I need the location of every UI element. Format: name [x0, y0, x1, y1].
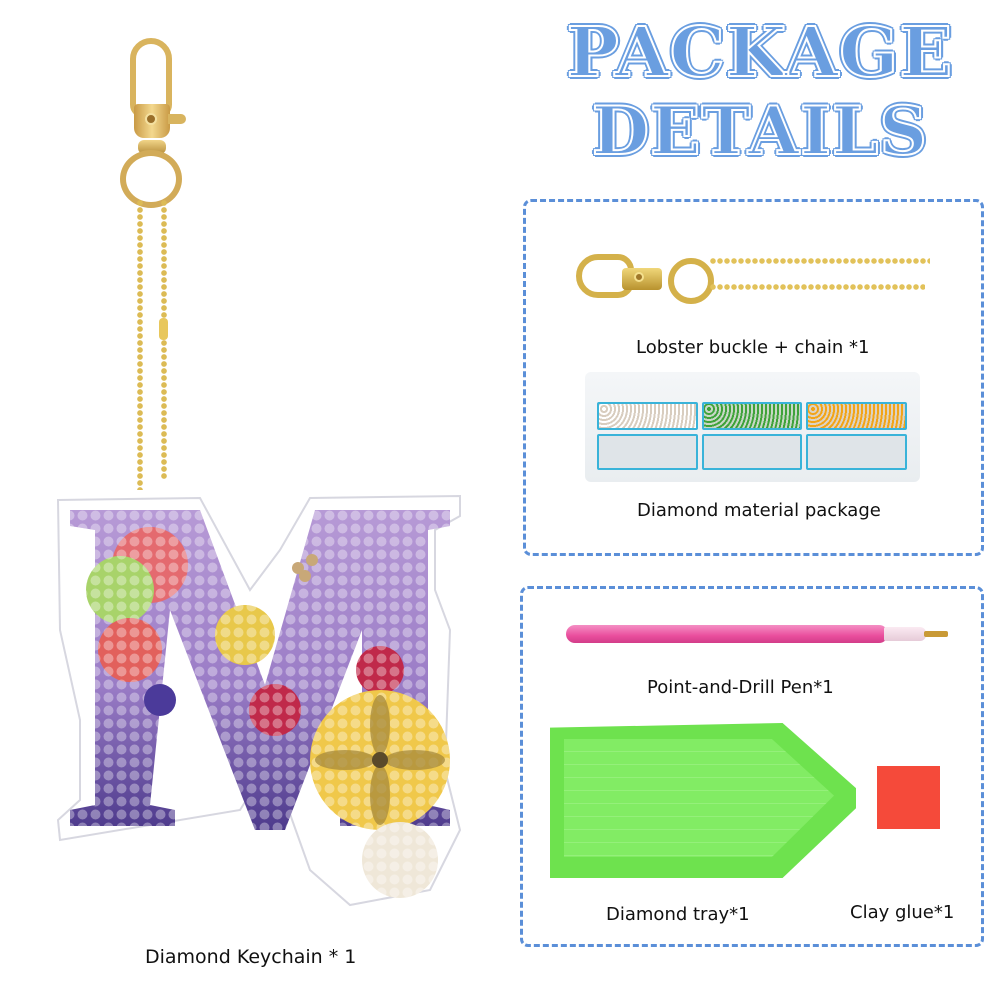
diamond-tray-image [550, 723, 856, 878]
keychain-label: Diamond Keychain * 1 [145, 946, 357, 968]
compartment-lid [701, 434, 803, 470]
clasp-rivet [145, 113, 157, 125]
ball-chain-bottom [710, 284, 925, 290]
ball-chain-left [137, 200, 143, 490]
ball-chain-top [710, 258, 930, 264]
pen-tip [884, 627, 926, 641]
lobster-buckle-chain-image [570, 250, 930, 320]
title-line-1: PACKAGE [566, 13, 954, 93]
diamond-m-keychain-image [56, 494, 462, 907]
chain-connector [159, 318, 168, 340]
pen-nib [924, 631, 948, 637]
compartment-lid [597, 434, 698, 470]
swivel-ring [668, 258, 714, 304]
package-box-2 [520, 586, 984, 947]
package-details-title: PACKAGE DETAILS [540, 17, 980, 170]
tray-label: Diamond tray*1 [606, 904, 750, 925]
package-box-1 [523, 199, 984, 556]
drill-compartment-white [597, 402, 698, 430]
compartment-lid [806, 434, 908, 470]
diamond-material-label: Diamond material package [637, 500, 881, 521]
pen-body [566, 625, 888, 643]
clasp-rivet [634, 272, 644, 282]
clasp-lever [168, 114, 186, 124]
tray-grooves [564, 739, 834, 857]
clay-glue-label: Clay glue*1 [850, 902, 955, 923]
ball-chain-right [161, 200, 167, 480]
lobster-buckle-label: Lobster buckle + chain *1 [636, 337, 870, 358]
clay-glue-image [877, 766, 940, 829]
diamond-material-package-image [585, 372, 920, 482]
pen-label: Point-and-Drill Pen*1 [647, 677, 834, 698]
drill-compartment-green [701, 402, 803, 430]
title-line-2: DETAILS [591, 92, 929, 170]
drill-compartment-orange [806, 402, 908, 430]
split-ring [120, 150, 182, 208]
point-drill-pen-image [566, 622, 951, 646]
